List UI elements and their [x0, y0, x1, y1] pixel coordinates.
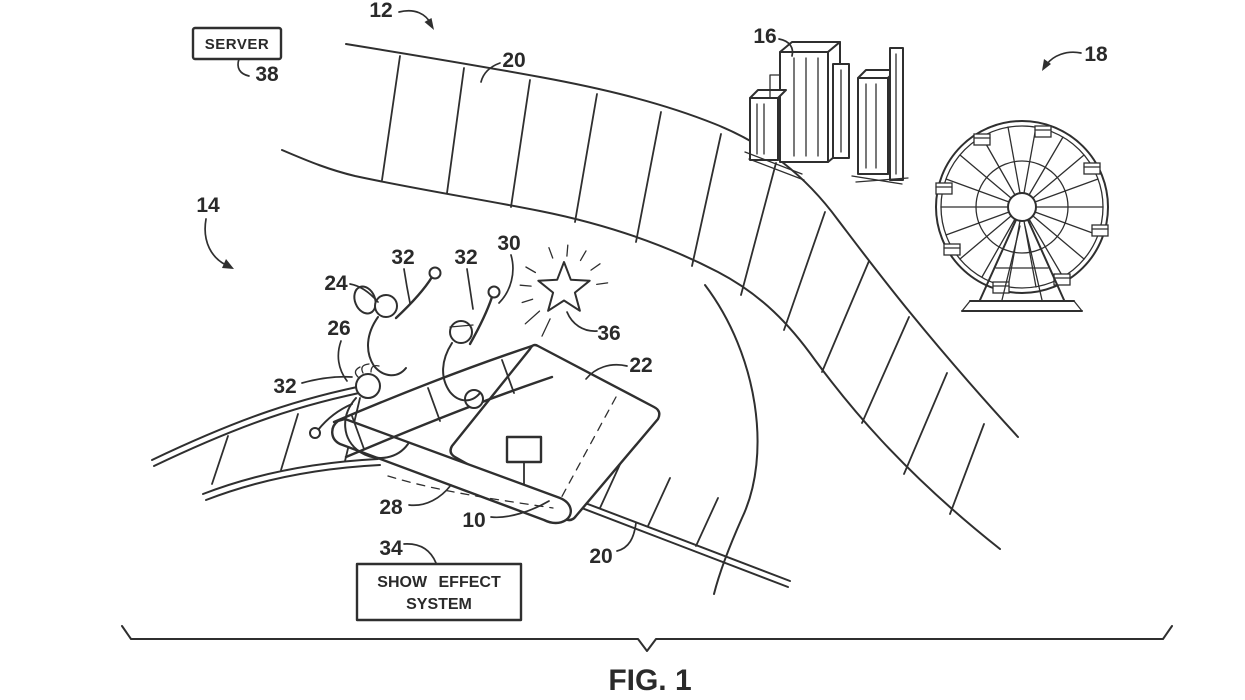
building-far-right-slab	[889, 47, 904, 181]
lower-track-rail-upper-b	[153, 389, 375, 467]
rider3-torso	[344, 397, 409, 459]
rider2-hand	[487, 285, 501, 299]
ref-24-leader	[349, 283, 379, 303]
ref-10-label: 10	[462, 509, 485, 532]
rider3-arm	[317, 403, 353, 431]
vehicle-panel-crease	[559, 396, 617, 501]
rider2-head	[449, 320, 473, 344]
ref-22-label: 22	[629, 354, 652, 377]
ref-34-leader	[403, 543, 437, 564]
ferris-support	[961, 219, 1083, 312]
reference-labels: 12 14 18 16 20 20 22 24 26 28 30	[196, 0, 1108, 568]
rider1-hand	[428, 266, 442, 280]
ref-32b-label: 32	[454, 246, 477, 269]
ref-12-arrowhead	[424, 18, 434, 30]
ref-32b-leader	[466, 268, 474, 310]
ref-34-label: 34	[379, 537, 403, 560]
ref-14-arrowhead	[222, 259, 234, 269]
ref-30-leader	[498, 254, 514, 304]
ref-16-label: 16	[753, 25, 776, 48]
rider2-raised-arm	[468, 295, 494, 346]
ref-38-label: 38	[255, 63, 279, 86]
ride-vehicle	[331, 343, 661, 525]
rider2-cap	[449, 324, 474, 328]
star-rays	[519, 244, 609, 337]
rider3-hand	[309, 427, 321, 439]
ref-16-leader	[778, 38, 794, 57]
ref-20-top-label: 20	[502, 49, 525, 72]
main-track-bottom-rail	[281, 149, 1001, 550]
figure-caption: FIG. 1	[608, 664, 691, 697]
ref-38-leader	[237, 58, 250, 77]
vehicle-sensor-box	[505, 435, 543, 464]
main-track-ties	[381, 55, 985, 515]
main-track	[281, 43, 1019, 550]
ref-30-label: 30	[497, 232, 520, 255]
ferris-gondolas	[935, 125, 1109, 294]
buildings	[744, 41, 909, 185]
star-effect	[519, 244, 609, 337]
vehicle-chassis-dashed-line	[387, 475, 554, 509]
ref-18-arrow-line	[1046, 51, 1082, 65]
car-frame-bottom-rail	[344, 375, 554, 459]
rider1-raised-arm	[394, 275, 434, 320]
ref-24-label: 24	[324, 272, 348, 295]
show-effect-box-border	[355, 562, 523, 622]
ref-14-arrow-line	[204, 218, 227, 266]
rider1-torso	[367, 316, 407, 377]
rider2-torso	[442, 342, 481, 402]
server-box: SERVER 38	[191, 26, 283, 86]
ref-22-leader	[585, 363, 628, 380]
figure-caption-group: FIG. 1	[121, 625, 1173, 697]
lower-track-rail-upper-a	[151, 383, 373, 461]
ref-36-leader	[566, 311, 598, 332]
show-effect-box-label-line1: SHOW EFFECT	[377, 574, 501, 591]
lower-track-cont-rail-b	[552, 496, 789, 588]
ref-32a-label: 32	[391, 246, 414, 269]
lower-track-outer-rail-arc	[704, 284, 759, 595]
lower-track-rail-lower-b	[205, 464, 381, 501]
lower-track-cont-ties	[599, 459, 719, 547]
building-mid-slab	[832, 63, 850, 159]
show-effect-box-label-line2: SYSTEM	[406, 596, 472, 613]
ref-32c-label: 32	[273, 375, 296, 398]
main-track-top-rail	[345, 43, 1019, 438]
ref-10-leader	[490, 500, 550, 519]
figure-brace	[121, 625, 1173, 652]
building-left-low	[749, 74, 787, 161]
vehicle-chassis	[331, 417, 572, 525]
ref-20-bottom-label: 20	[589, 545, 612, 568]
ref-28-leader	[408, 484, 452, 507]
ferris-wheel	[935, 120, 1109, 312]
car-frame-top-rail	[332, 344, 534, 424]
rider1-head	[374, 294, 398, 318]
ref-18-label: 18	[1084, 43, 1108, 66]
ferris-hub	[1007, 192, 1037, 222]
ref-36-label: 36	[597, 322, 620, 345]
ref-26-label: 26	[327, 317, 350, 340]
server-box-border	[191, 26, 283, 61]
ref-32c-leader	[301, 375, 353, 384]
ferris-spokes	[940, 126, 1104, 288]
rider3-head	[355, 373, 381, 399]
ref-20-top-leader	[480, 62, 501, 83]
server-box-label: SERVER	[205, 36, 269, 53]
show-effect-system-box: SHOW EFFECT SYSTEM 34	[355, 537, 523, 622]
ref-20-bottom-leader	[616, 522, 637, 552]
ref-32a-leader	[403, 268, 411, 304]
building-tall-center	[779, 41, 841, 163]
riders	[309, 266, 554, 459]
ref-14-label: 14	[196, 194, 220, 217]
ferris-outer-rim	[935, 120, 1109, 294]
ref-12-label: 12	[369, 0, 392, 22]
building-bases	[744, 151, 909, 185]
ref-26-leader	[337, 340, 348, 382]
lower-track-rail-lower-a	[202, 458, 379, 495]
rider3-hair	[354, 363, 380, 378]
star-shape	[537, 261, 591, 312]
ref-18-arrowhead	[1042, 59, 1051, 71]
ref-28-label: 28	[379, 496, 403, 519]
